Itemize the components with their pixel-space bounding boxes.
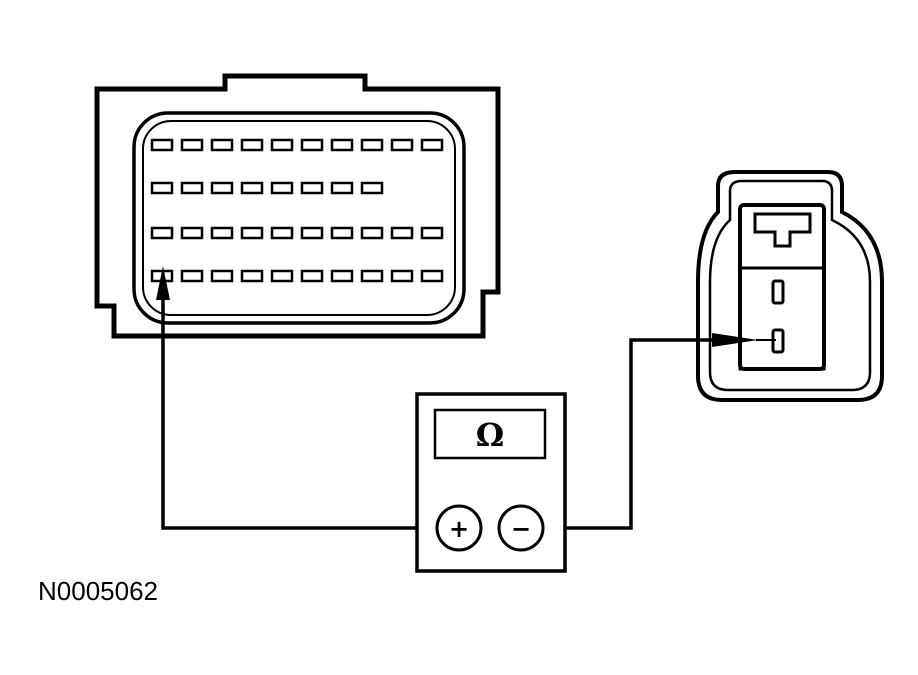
pin-cavity — [270, 181, 294, 195]
component-connector-inner — [708, 179, 872, 392]
multi-pin-connector-icon — [94, 73, 501, 339]
pin-cavity — [210, 181, 234, 195]
pin-cavity — [330, 138, 354, 152]
pin-cavity — [390, 138, 414, 152]
pin-cavity — [240, 138, 264, 152]
pin-cavity — [180, 181, 204, 195]
pin-cavity — [240, 226, 264, 240]
negative-terminal-label: − — [511, 515, 531, 543]
pin-cavity — [330, 226, 354, 240]
pin-cavity — [420, 226, 444, 240]
ohm-symbol: Ω — [476, 416, 504, 454]
pin-cavity — [390, 226, 414, 240]
ohmmeter-display — [433, 408, 547, 460]
negative-terminal — [497, 504, 545, 552]
two-pin-connector-icon — [696, 170, 884, 402]
pin-cavity — [300, 138, 324, 152]
pin-cavity — [210, 226, 234, 240]
pin-cavity — [390, 269, 414, 283]
negative-probe-tip — [712, 333, 758, 347]
pin-cavity — [150, 226, 174, 240]
pin-cavity — [420, 138, 444, 152]
pin-cavity — [210, 138, 234, 152]
component-pin-1 — [771, 279, 785, 305]
pin-cavity — [210, 269, 234, 283]
pin-cavity — [240, 269, 264, 283]
pin-cavity — [270, 138, 294, 152]
positive-terminal-label: + — [449, 515, 469, 543]
pin-cavity — [360, 226, 384, 240]
connector-face-inner — [142, 120, 456, 316]
pin-cavity — [330, 269, 354, 283]
pin-cavity — [300, 181, 324, 195]
component-connector-latch — [753, 212, 812, 248]
ohmmeter-icon: Ω + − — [415, 392, 567, 573]
pin-cavity — [300, 226, 324, 240]
pin-cavity — [360, 138, 384, 152]
connector-pin-cavities — [150, 138, 444, 283]
pin-cavity — [150, 138, 174, 152]
pin-cavity — [180, 138, 204, 152]
pin-cavity — [360, 269, 384, 283]
figure-id: N0005062 — [38, 576, 158, 606]
pin-cavity — [240, 181, 264, 195]
pin-cavity — [330, 181, 354, 195]
pin-cavity — [420, 269, 444, 283]
negative-test-lead — [543, 338, 718, 530]
positive-terminal — [435, 504, 483, 552]
pin-cavity — [270, 269, 294, 283]
pin-cavity — [300, 269, 324, 283]
connector-face-outer — [132, 111, 466, 325]
pin-cavity — [270, 226, 294, 240]
pin-cavity — [180, 269, 204, 283]
component-connector-inner-face — [738, 266, 826, 371]
pin-cavity — [180, 226, 204, 240]
pin-cavity — [360, 181, 384, 195]
positive-test-lead — [161, 290, 437, 530]
pin-cavity — [150, 181, 174, 195]
positive-probe-tip — [156, 266, 170, 300]
